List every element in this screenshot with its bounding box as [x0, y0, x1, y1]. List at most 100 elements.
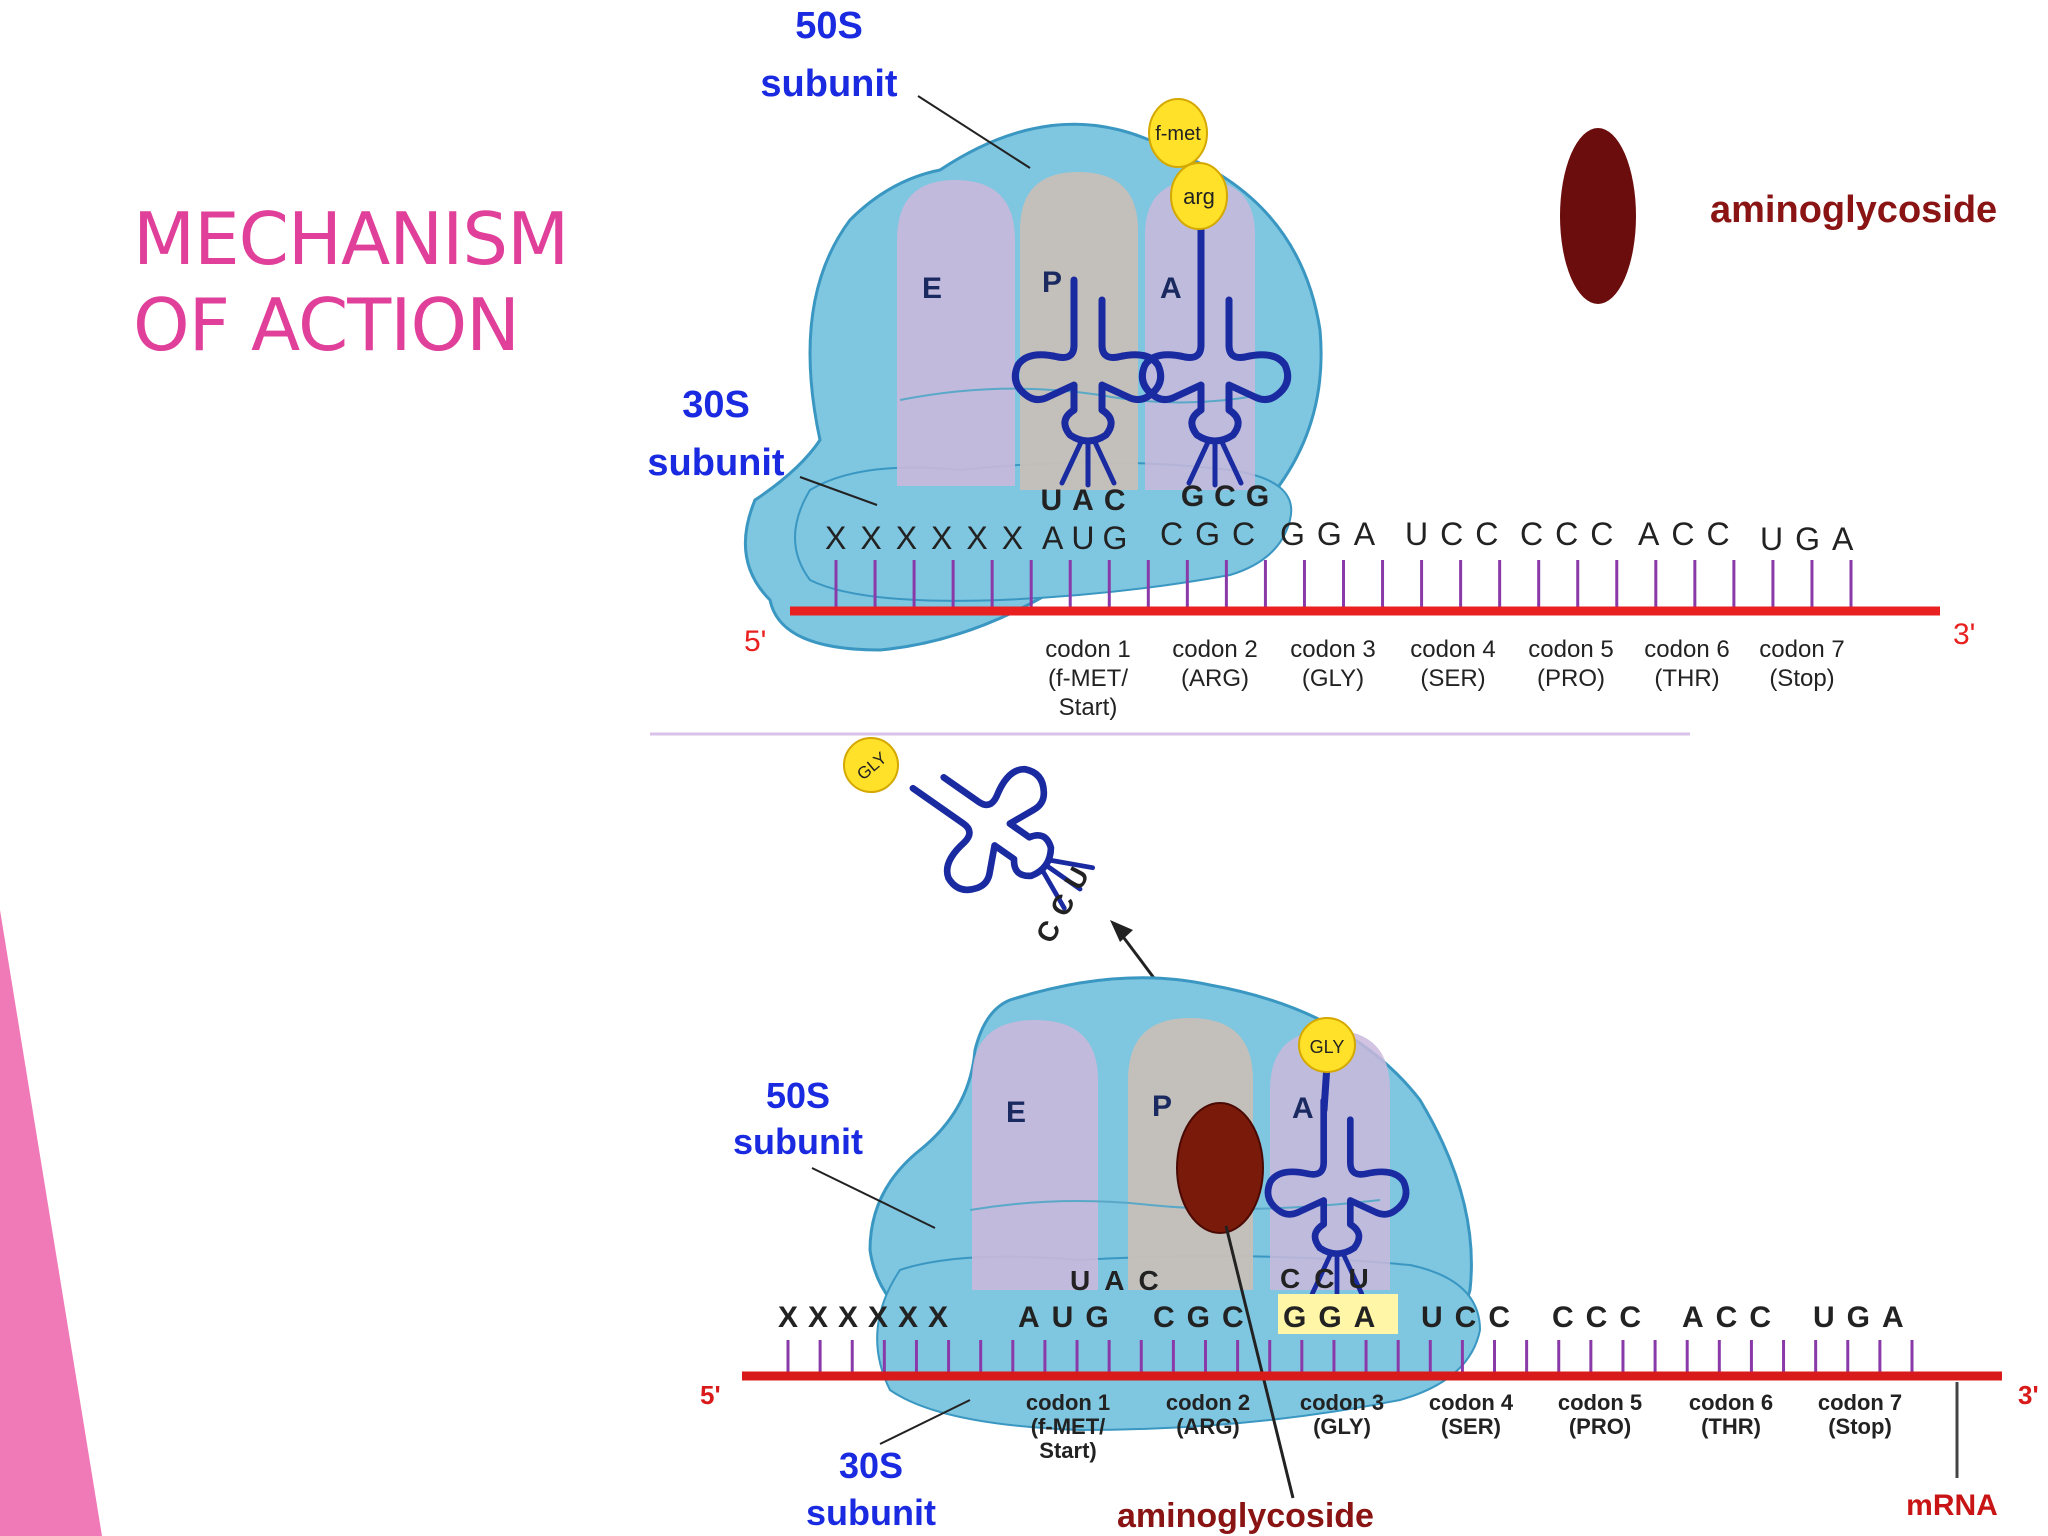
top-e-site	[897, 180, 1015, 486]
bottom-50s-pointer	[811, 1167, 936, 1229]
top-arg-amino-acid	[1170, 162, 1228, 230]
codon-label-line: codon 2	[1172, 636, 1257, 663]
top-anticodon-a: GCG	[1181, 480, 1279, 513]
bottom-site-a: A	[1292, 1092, 1314, 1125]
top-fmet-amino-acid	[1148, 98, 1208, 168]
top-mrna-codon: ACC	[1638, 516, 1742, 552]
bottom-diagram: GLY CCU E P A GLY 50S subun	[700, 721, 2039, 1535]
bottom-mrna-codon: CGC	[1153, 1301, 1256, 1334]
codon-label-line: (ARG)	[1176, 1414, 1240, 1439]
bottom-site-p: P	[1152, 1090, 1172, 1123]
top-mrna-codon: XXXXXX	[825, 520, 1037, 556]
bottom-gly-amino-acid	[1298, 1017, 1356, 1073]
bottom-e-site	[972, 1020, 1098, 1290]
top-anticodon-p: UAC	[1041, 484, 1136, 517]
bottom-mrna-codon: XXXXXX	[778, 1301, 958, 1334]
codon-label-line: codon 6	[1689, 1390, 1773, 1415]
bottom-mrna-sequence: XXXXXX AUG CGC GGA UCC CCC ACC UGA	[778, 1301, 1916, 1334]
codon-label-line: codon 3	[1290, 636, 1375, 663]
top-site-e: E	[922, 272, 942, 305]
bottom-mrna-codon: GGA	[1283, 1301, 1387, 1334]
top-mrna-codon: CGC	[1160, 516, 1267, 552]
bottom-site-e: E	[1006, 1096, 1026, 1129]
top-50s-label: 50S	[795, 5, 863, 47]
bottom-a-site	[1270, 1030, 1390, 1290]
top-arg-label: arg	[1183, 184, 1215, 209]
bottom-50s-label: 50S	[766, 1075, 830, 1116]
bottom-anticodon-a: CCU	[1280, 1263, 1383, 1294]
top-site-p: P	[1042, 266, 1062, 299]
codon-label-line: codon 1	[1026, 1390, 1110, 1415]
slide-title: MECHANISM OF ACTION	[133, 196, 569, 368]
bottom-50s-subunit-label: subunit	[733, 1121, 863, 1162]
bottom-codon-labels: codon 1(f-MET/Start)codon 2(ARG)codon 3(…	[1026, 1390, 1902, 1463]
top-3-prime: 3'	[1953, 618, 1975, 651]
codon-label-line: (SER)	[1420, 665, 1485, 692]
codon-label-line: (GLY)	[1302, 665, 1364, 692]
codon-label-line: codon 5	[1528, 636, 1613, 663]
top-50s-pointer	[917, 95, 1031, 169]
bottom-mrna-codon: AUG	[1018, 1301, 1121, 1334]
codon-label-line: Start)	[1039, 1438, 1096, 1463]
bottom-aminoglycoside-drug	[1176, 1102, 1264, 1234]
top-50s-subunit-label: subunit	[760, 63, 898, 105]
bottom-mrna-label: mRNA	[1906, 1489, 1998, 1522]
bottom-gga-highlight	[1278, 1294, 1398, 1334]
bottom-mrna-codon: UCC	[1421, 1301, 1522, 1334]
codon-label-line: codon 5	[1558, 1390, 1642, 1415]
codon-label-line: (SER)	[1441, 1414, 1501, 1439]
slide-title-line-1: MECHANISM	[133, 197, 569, 281]
codon-label-line: codon 4	[1410, 636, 1495, 663]
codon-label-line: (THR)	[1701, 1414, 1761, 1439]
codon-label-line: codon 7	[1818, 1390, 1902, 1415]
top-fmet-label: f-met	[1155, 123, 1201, 145]
top-site-a: A	[1160, 272, 1182, 305]
top-diagram: E P A f-met arg 50S subunit 30S subunit …	[647, 5, 1997, 721]
top-mrna-sequence: XXXXXX AUG CGC GGA UCC CCC ACC UGA	[825, 516, 1865, 557]
top-mrna-codon: GGA	[1280, 516, 1387, 552]
top-30s-pointer	[799, 476, 878, 506]
bottom-3-prime: 3'	[2018, 1380, 2039, 1410]
codon-label-line: (THR)	[1654, 665, 1719, 692]
bottom-30s-pointer	[879, 1399, 971, 1445]
bottom-mrna-codon: ACC	[1682, 1301, 1783, 1334]
codon-label-line: (f-MET/	[1031, 1414, 1106, 1439]
codon-label-line: codon 3	[1300, 1390, 1384, 1415]
bottom-mrna-codon: CCC	[1552, 1301, 1653, 1334]
codon-label-line: (Stop)	[1769, 665, 1834, 692]
top-mrna-codon: UCC	[1405, 516, 1510, 552]
bottom-30s-label: 30S	[839, 1445, 903, 1486]
bottom-5-prime: 5'	[700, 1380, 721, 1410]
codon-label-line: (ARG)	[1181, 665, 1249, 692]
codon-label-line: codon 6	[1644, 636, 1729, 663]
codon-label-line: codon 1	[1045, 636, 1130, 663]
bottom-mrna-ticks	[786, 1340, 1914, 1376]
top-mrna-codon: UGA	[1760, 521, 1865, 557]
top-mrna-ticks	[834, 560, 1853, 611]
trna-exit-arrow-head	[1110, 920, 1133, 942]
bottom-free-gly-amino-acid	[843, 737, 899, 793]
slide-title-line-2: OF ACTION	[133, 283, 520, 367]
bottom-anticodon-p: UAC	[1070, 1265, 1173, 1296]
top-codon-labels: codon 1(f-MET/Start)codon 2(ARG)codon 3(…	[1045, 636, 1844, 721]
top-30s-subunit-label: subunit	[647, 442, 785, 484]
codon-label-line: (PRO)	[1537, 665, 1605, 692]
codon-label-line: codon 4	[1429, 1390, 1514, 1415]
codon-label-line: codon 7	[1759, 636, 1844, 663]
bottom-free-trna	[881, 721, 1120, 946]
top-30s-label: 30S	[682, 384, 750, 426]
bottom-30s-subunit-label: subunit	[806, 1492, 936, 1533]
bottom-gly-label: GLY	[1310, 1037, 1345, 1057]
bottom-drug-pointer	[1224, 1225, 1295, 1499]
bottom-aminoglycoside-label: aminoglycoside	[1117, 1497, 1374, 1535]
top-mrna-codon: CCC	[1520, 516, 1625, 552]
codon-label-line: Start)	[1059, 694, 1118, 721]
codon-label-line: (PRO)	[1569, 1414, 1631, 1439]
bottom-mrna-codon: UGA	[1813, 1301, 1916, 1334]
codon-label-line: (GLY)	[1313, 1414, 1371, 1439]
top-5-prime: 5'	[744, 625, 766, 658]
legend-aminoglycoside-label: aminoglycoside	[1710, 189, 1997, 231]
